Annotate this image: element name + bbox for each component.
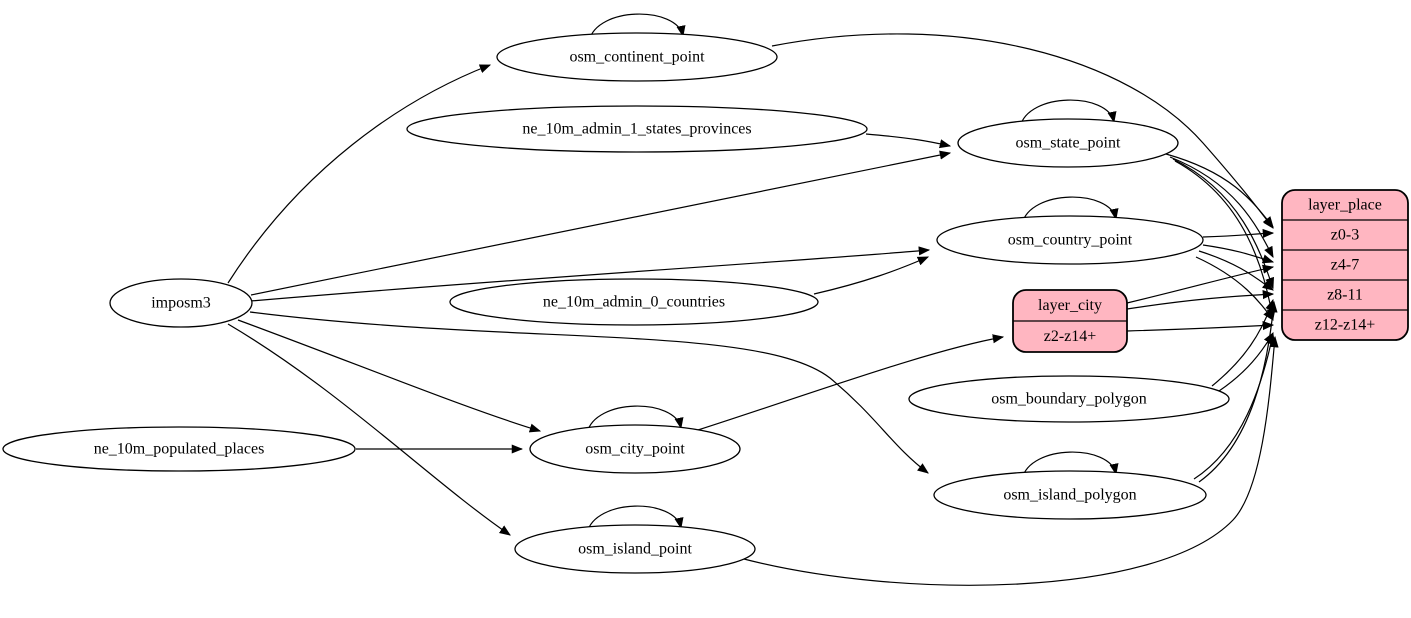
record-row-z4-7: z4-7 xyxy=(1331,257,1359,274)
edge-imposm3-to-osm_country_point xyxy=(250,246,931,302)
node-label-ne_10m_admin_0_countries: ne_10m_admin_0_countries xyxy=(543,294,725,311)
nodes-layer: imposm3 osm_continent_point ne_10m_admin_1… xyxy=(2,32,1409,574)
node-label-osm_island_polygon: osm_island_polygon xyxy=(1003,487,1136,504)
node-osm_continent_point: osm_continent_point xyxy=(496,32,778,82)
node-shape-osm_island_point xyxy=(514,524,756,574)
edge-layer_city-to-layer_place-z12-z14 xyxy=(1126,320,1275,332)
edge-osm_island_point-to-layer_place-z12-z14 xyxy=(739,335,1279,586)
self-loop-osm_island_point xyxy=(586,505,684,534)
record-shape-layer_place xyxy=(1281,189,1409,341)
edge-osm_boundary_polygon-to-layer_place-z8-11 xyxy=(1211,298,1275,387)
node-label-imposm3: imposm3 xyxy=(151,295,211,312)
self-loop-osm_country_point xyxy=(1021,196,1119,225)
node-label-osm_continent_point: osm_continent_point xyxy=(569,49,705,66)
edge-osm_island_polygon-to-layer_place-z8-11 xyxy=(1198,300,1278,483)
edge-imposm3-to-osm_island_polygon xyxy=(249,311,929,474)
node-shape-osm_city_point xyxy=(529,424,741,474)
node-imposm3: imposm3 xyxy=(109,278,253,328)
edge-osm_country_point-to-layer_place-z8-11 xyxy=(1198,250,1274,291)
record-row-z12-z14: z12-z14+ xyxy=(1315,317,1376,334)
self-loop-osm_continent_point xyxy=(588,13,686,42)
node-shape-osm_boundary_polygon xyxy=(908,375,1230,423)
record-layer_city: layer_city z2-z14+ xyxy=(1012,289,1128,353)
node-label-osm_boundary_polygon: osm_boundary_polygon xyxy=(991,391,1147,408)
record-layer_place: layer_place z0-3 z4-7 z8-11 z12-z14+ xyxy=(1281,189,1409,341)
node-label-ne_10m_admin_1_states_provinces: ne_10m_admin_1_states_provinces xyxy=(522,121,751,138)
node-ne_10m_admin_1_states_provinces: ne_10m_admin_1_states_provinces xyxy=(406,105,868,153)
node-label-ne_10m_populated_places: ne_10m_populated_places xyxy=(94,441,265,458)
node-label-osm_city_point: osm_city_point xyxy=(585,441,685,458)
record-row-layer_place_title: layer_place xyxy=(1308,197,1382,214)
node-label-osm_country_point: osm_country_point xyxy=(1008,232,1133,249)
node-shape-imposm3 xyxy=(109,278,253,328)
record-row-z2-z14: z2-z14+ xyxy=(1044,328,1097,345)
node-label-osm_state_point: osm_state_point xyxy=(1016,135,1121,152)
edge-imposm3-to-osm_island_point xyxy=(227,323,511,536)
self-loop-osm_state_point xyxy=(1019,99,1117,128)
edge-osm_island_polygon-to-layer_place-z12-z14 xyxy=(1193,332,1276,480)
node-osm_city_point: osm_city_point xyxy=(529,424,741,474)
node-shape-ne_10m_admin_0_countries xyxy=(449,278,819,326)
edge-osm_city_point-to-layer_city-z2-z14 xyxy=(697,334,1005,431)
node-shape-ne_10m_populated_places xyxy=(2,426,356,472)
node-ne_10m_admin_0_countries: ne_10m_admin_0_countries xyxy=(449,278,819,326)
node-shape-ne_10m_admin_1_states_provinces xyxy=(406,105,868,153)
node-shape-osm_state_point xyxy=(957,118,1179,168)
edge-ne_10m_admin_0_countries-to-osm_country_point xyxy=(813,256,930,295)
record-row-layer_city_title: layer_city xyxy=(1038,297,1102,314)
self-loop-osm_island_polygon xyxy=(1021,451,1119,480)
node-ne_10m_populated_places: ne_10m_populated_places xyxy=(2,426,356,472)
edges-layer xyxy=(227,13,1279,586)
edge-ne_10m_admin_1_states_provinces-to-osm_state_point xyxy=(865,133,952,149)
node-osm_state_point: osm_state_point xyxy=(957,118,1179,168)
edge-layer_city-to-layer_place-z4-7 xyxy=(1126,264,1275,304)
edge-layer_city-to-layer_place-z8-11 xyxy=(1126,289,1275,310)
edge-osm_state_point-to-layer_place-z0-3 xyxy=(1165,153,1274,228)
record-row-z0-3: z0-3 xyxy=(1331,227,1359,244)
edge-imposm3-to-osm_city_point xyxy=(237,319,542,433)
node-shape-osm_continent_point xyxy=(496,32,778,82)
self-loop-osm_city_point xyxy=(586,405,684,434)
node-shape-osm_country_point xyxy=(936,215,1204,265)
edge-osm_country_point-to-layer_place-z4-7 xyxy=(1202,244,1275,264)
edge-osm_country_point-to-layer_place-z0-3 xyxy=(1202,228,1275,239)
node-label-osm_island_point: osm_island_point xyxy=(578,541,692,558)
edge-osm_country_point-to-layer_place-z12-z14 xyxy=(1195,256,1274,321)
node-shape-osm_island_polygon xyxy=(933,470,1207,520)
node-osm_boundary_polygon: osm_boundary_polygon xyxy=(908,375,1230,423)
edge-imposm3-to-osm_continent_point xyxy=(227,64,492,284)
node-osm_island_polygon: osm_island_polygon xyxy=(933,470,1207,520)
edge-osm_continent_point-to-layer_place-z0-3 xyxy=(771,33,1274,229)
edge-imposm3-to-osm_state_point xyxy=(250,150,952,296)
node-osm_country_point: osm_country_point xyxy=(936,215,1204,265)
edge-osm_state_point-to-layer_place-z4-7 xyxy=(1169,156,1274,259)
node-osm_island_point: osm_island_point xyxy=(514,524,756,574)
record-row-z8-11: z8-11 xyxy=(1327,287,1363,304)
